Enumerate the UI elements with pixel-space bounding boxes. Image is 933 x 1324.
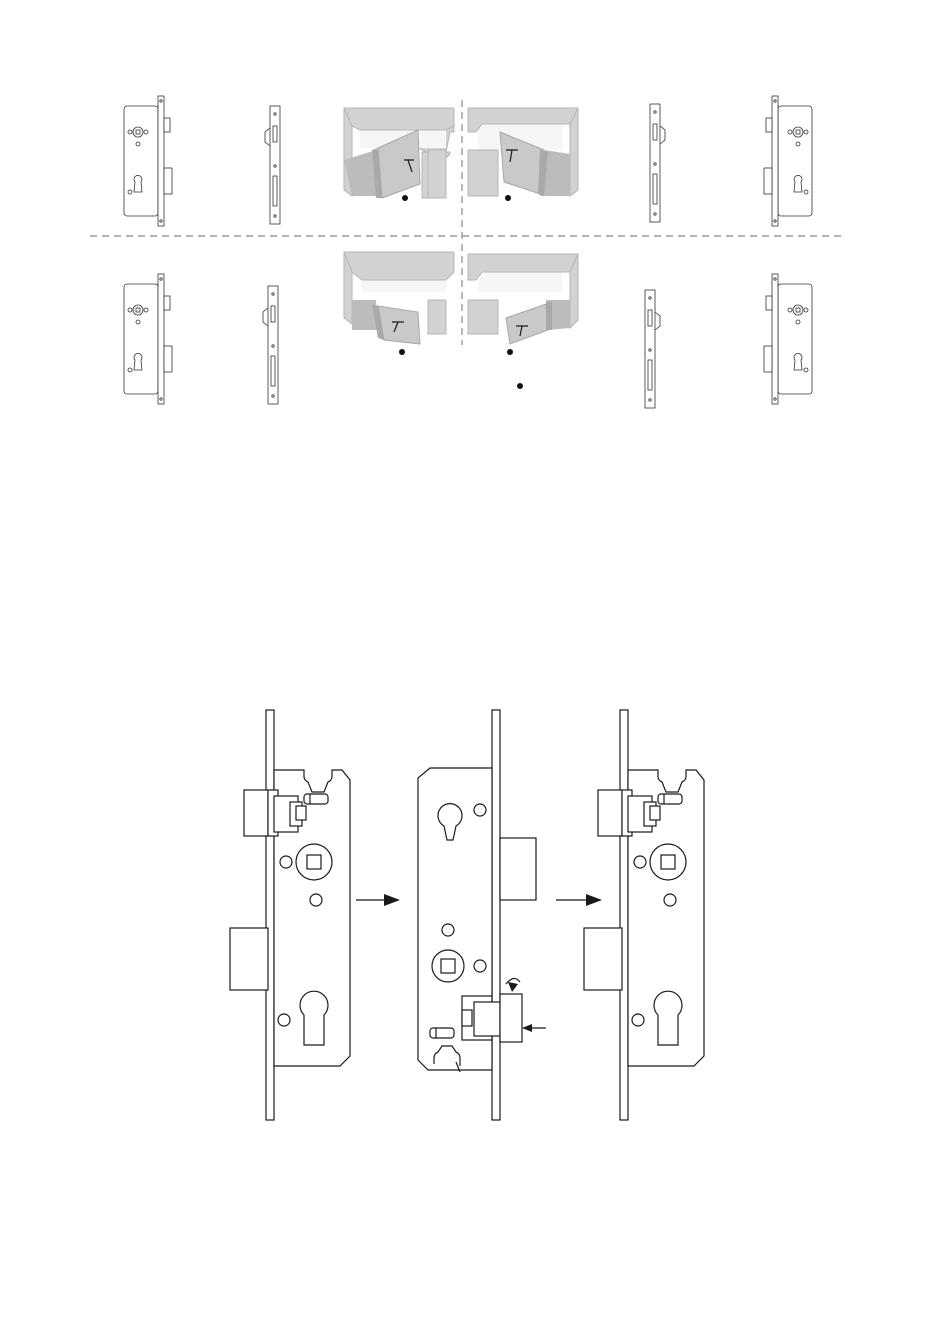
right-arrow <box>556 894 602 906</box>
lock-step-1 <box>230 710 350 1120</box>
lock-step-3 <box>584 710 704 1120</box>
lock-step-2 <box>418 710 546 1120</box>
right-arrow <box>356 894 400 906</box>
